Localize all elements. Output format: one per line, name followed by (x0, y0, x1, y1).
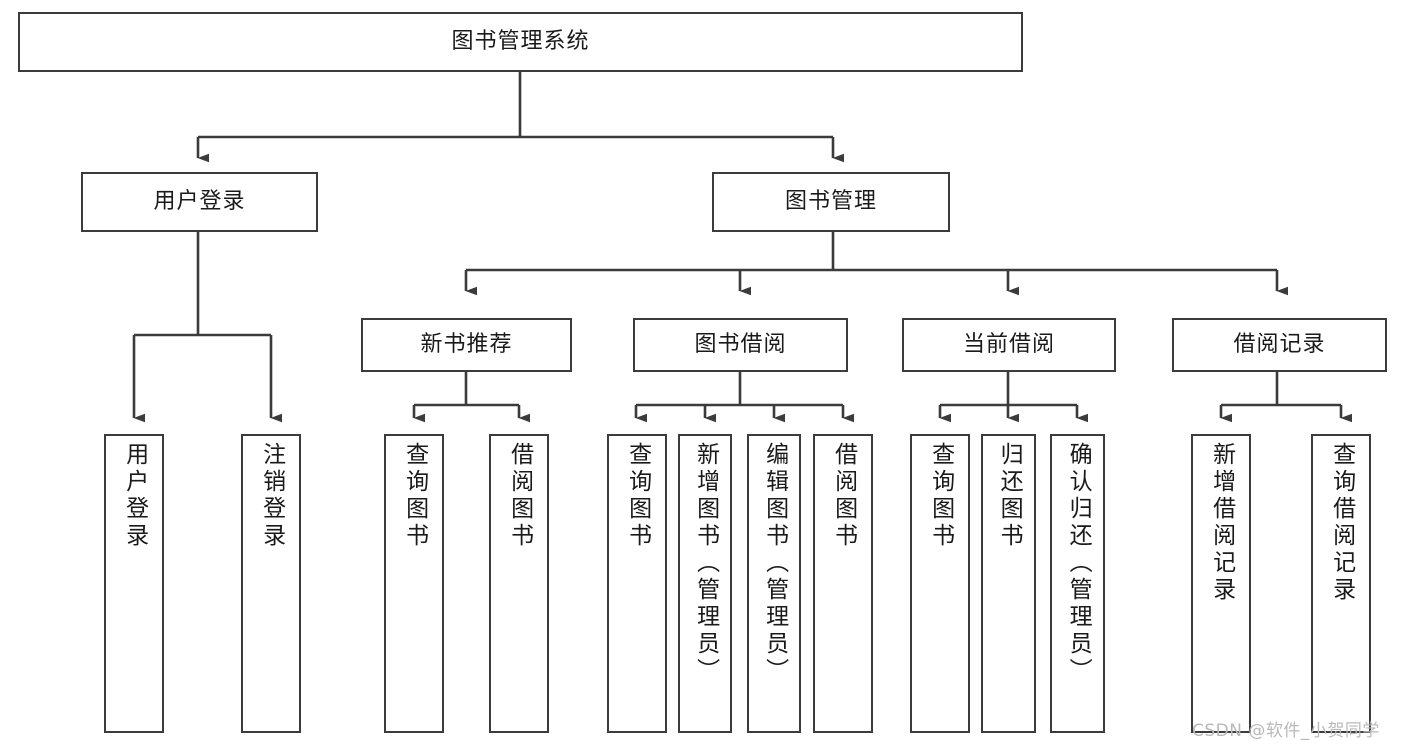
edge-bookmgmt-to-level2 (464, 232, 1288, 296)
leaf-query-book-2-label: 查询图书 (624, 442, 651, 550)
node-root-label: 图书管理系统 (451, 29, 590, 55)
node-root[interactable]: 图书管理系统 (18, 12, 1023, 72)
leaf-borrow-book-1-label: 借阅图书 (506, 442, 533, 550)
leaf-edit-book-label: 编辑图书（管理员） (761, 442, 788, 685)
leaf-query-book-1[interactable]: 查询图书 (384, 434, 444, 733)
node-book-management-label: 图书管理 (784, 189, 877, 215)
node-new-book-recommend[interactable]: 新书推荐 (361, 318, 572, 372)
leaf-return-book[interactable]: 归还图书 (981, 434, 1036, 733)
leaf-user-login-label: 用户登录 (121, 442, 148, 550)
node-book-borrow[interactable]: 图书借阅 (633, 318, 848, 372)
node-new-book-recommend-label: 新书推荐 (420, 332, 513, 358)
node-user-login-label: 用户登录 (153, 189, 246, 215)
edge-currentborrow-to-leaves (938, 372, 1088, 423)
leaf-confirm-return[interactable]: 确认归还（管理员） (1050, 434, 1105, 733)
node-current-borrow-label: 当前借阅 (962, 332, 1055, 358)
leaf-add-book-label: 新增图书（管理员） (692, 442, 719, 685)
edge-root-to-level1 (196, 72, 844, 163)
leaf-query-record[interactable]: 查询借阅记录 (1311, 434, 1371, 733)
node-user-login[interactable]: 用户登录 (81, 172, 318, 232)
node-borrow-record[interactable]: 借阅记录 (1172, 318, 1387, 372)
leaf-query-book-3-label: 查询图书 (927, 442, 954, 550)
leaf-query-book-3[interactable]: 查询图书 (910, 434, 970, 733)
leaf-borrow-book-1[interactable]: 借阅图书 (489, 434, 549, 733)
edge-bookborrow-to-leaves (634, 372, 854, 423)
leaf-edit-book[interactable]: 编辑图书（管理员） (747, 434, 801, 733)
edge-borrowrecord-to-leaves (1219, 372, 1352, 423)
leaf-borrow-book-2[interactable]: 借阅图书 (813, 434, 873, 733)
node-book-borrow-label: 图书借阅 (694, 332, 787, 358)
leaf-return-book-label: 归还图书 (996, 442, 1023, 550)
leaf-query-record-label: 查询借阅记录 (1328, 442, 1355, 604)
edge-newbook-to-leaves (412, 372, 530, 423)
leaf-logout-login-label: 注销登录 (258, 442, 285, 550)
leaf-borrow-book-2-label: 借阅图书 (830, 442, 857, 550)
leaf-add-record[interactable]: 新增借阅记录 (1191, 434, 1251, 733)
leaf-confirm-return-label: 确认归还（管理员） (1065, 442, 1092, 685)
node-current-borrow[interactable]: 当前借阅 (902, 318, 1116, 372)
leaf-query-book-2[interactable]: 查询图书 (607, 434, 667, 733)
leaf-query-book-1-label: 查询图书 (401, 442, 428, 550)
node-borrow-record-label: 借阅记录 (1233, 332, 1326, 358)
node-book-management[interactable]: 图书管理 (712, 172, 950, 232)
leaf-add-book[interactable]: 新增图书（管理员） (678, 434, 732, 733)
edge-userlogin-to-leaves (132, 232, 282, 423)
leaf-user-login[interactable]: 用户登录 (104, 434, 164, 733)
leaf-add-record-label: 新增借阅记录 (1208, 442, 1235, 604)
leaf-logout-login[interactable]: 注销登录 (241, 434, 301, 733)
